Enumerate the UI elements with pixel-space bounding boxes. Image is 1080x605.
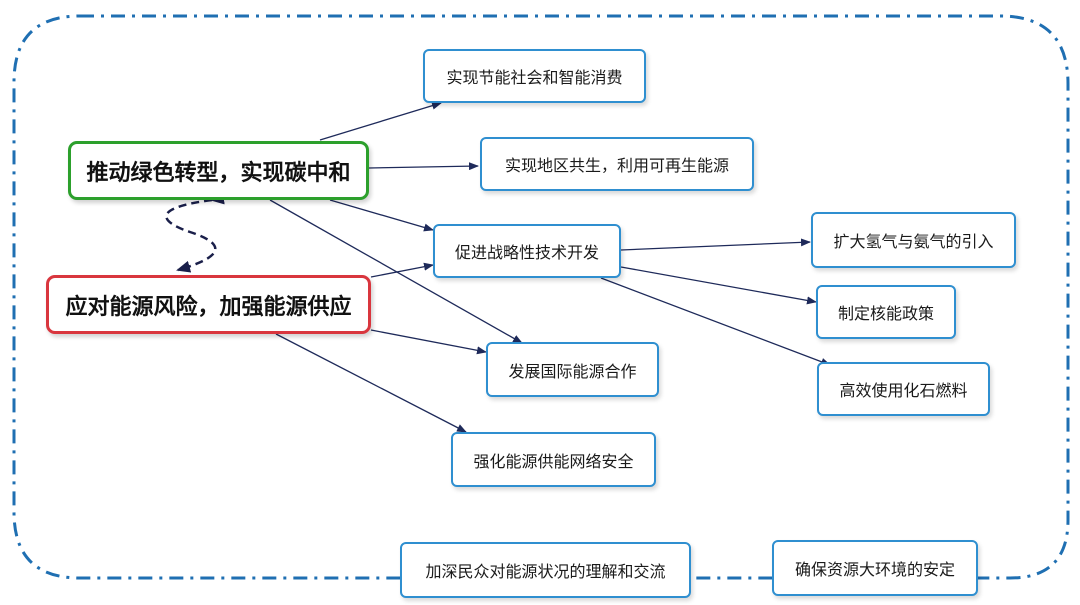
outer-dashed-frame bbox=[12, 14, 1070, 580]
edge-energy-risk-to-strategic-tech bbox=[370, 262, 434, 278]
edge-strategic-tech-to-fossil-fuel-use bbox=[600, 277, 831, 366]
node-network-security: 强化能源供能网络安全 bbox=[451, 432, 656, 487]
node-intl-cooperation: 发展国际能源合作 bbox=[486, 342, 659, 397]
node-hydrogen-ammonia: 扩大氢气与氨气的引入 bbox=[811, 212, 1016, 268]
edges-layer bbox=[269, 101, 831, 433]
edge-green-transition-to-strategic-tech bbox=[329, 199, 434, 232]
node-nuclear-policy: 制定核能政策 bbox=[816, 285, 956, 339]
edge-energy-risk-to-intl-cooperation bbox=[370, 329, 487, 355]
edge-green-transition-to-energy-saving-society bbox=[319, 101, 442, 141]
node-strategic-tech: 促进战略性技术开发 bbox=[433, 224, 621, 278]
node-energy-risk: 应对能源风险，加强能源供应 bbox=[46, 275, 371, 334]
node-green-transition: 推动绿色转型，实现碳中和 bbox=[68, 141, 369, 200]
node-fossil-fuel-use: 高效使用化石燃料 bbox=[817, 362, 990, 416]
edge-energy-risk-to-network-security bbox=[275, 333, 467, 433]
node-public-communication: 加深民众对能源状况的理解和交流 bbox=[400, 542, 691, 598]
node-resource-stability: 确保资源大环境的安定 bbox=[772, 540, 978, 596]
edge-strategic-tech-to-nuclear-policy bbox=[620, 266, 817, 305]
bidirectional-dashed-link bbox=[165, 192, 225, 273]
node-energy-saving-society: 实现节能社会和智能消费 bbox=[423, 49, 646, 103]
edge-strategic-tech-to-hydrogen-ammonia bbox=[620, 238, 811, 251]
edge-green-transition-to-regional-symbiosis bbox=[368, 162, 479, 171]
node-regional-symbiosis: 实现地区共生，利用可再生能源 bbox=[480, 137, 754, 191]
